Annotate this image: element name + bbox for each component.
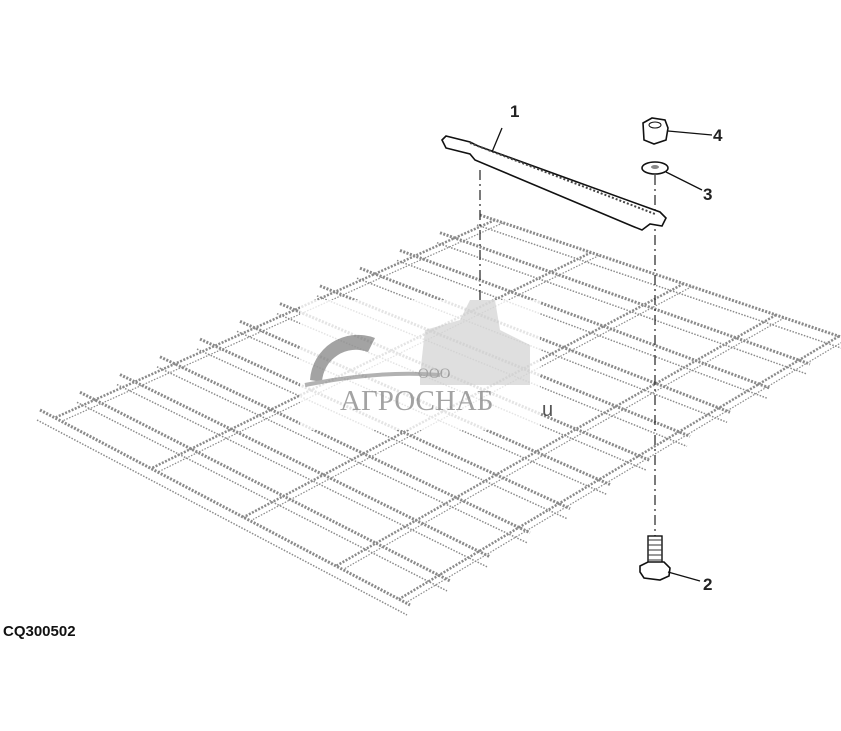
nut-part [642, 117, 669, 145]
grate-rail-edge [158, 254, 600, 473]
grate-slat [399, 249, 771, 390]
watermark-ooo: ООО [418, 366, 451, 382]
callout-3: 3 [703, 185, 712, 204]
grate-slat [439, 231, 811, 366]
callout-4: 4 [713, 126, 723, 145]
grate-rail [398, 335, 840, 601]
grate-rail-edge [343, 317, 785, 570]
grate-slat-edge [76, 401, 448, 592]
grate-rail [335, 313, 777, 568]
watermark-brand: АГРОСНАБ [340, 385, 493, 417]
bolt-part [639, 535, 671, 581]
grate-slat [359, 266, 731, 414]
gear-icon [310, 334, 375, 382]
watermark-suffix: u [542, 399, 553, 421]
bar-part [441, 135, 667, 231]
callout-2: 2 [703, 575, 712, 594]
grate-slat [79, 390, 451, 583]
grate-rail-edge [406, 342, 841, 603]
grate-slat [39, 408, 411, 607]
grate-slat-edge [36, 419, 408, 616]
grate-slat-edge [476, 224, 841, 349]
figure-id-label: CQ300502 [3, 623, 76, 640]
grate-slat-edge [156, 366, 528, 544]
grate-slat-edge [196, 348, 568, 520]
grate-slat-edge [436, 242, 808, 375]
washer-part [641, 161, 669, 175]
grate-rail-edge [62, 222, 504, 422]
grate-slat [119, 373, 491, 559]
callout-1: 1 [510, 102, 519, 121]
combine-harvester-icon [420, 300, 530, 385]
watermark-logo: ООО АГРОСНАБ u [300, 300, 553, 430]
grate-slat [159, 355, 531, 535]
